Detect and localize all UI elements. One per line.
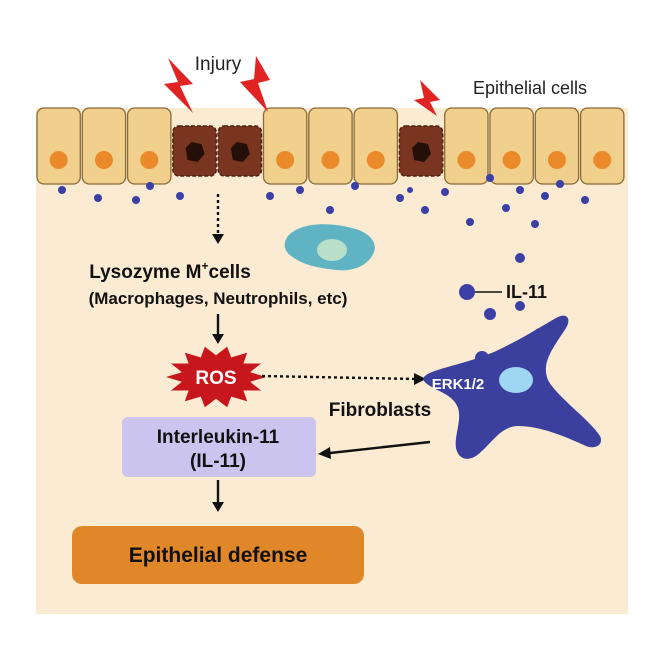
il11-dot <box>407 187 413 193</box>
il11-dot <box>441 188 449 196</box>
il11-dots <box>58 174 589 365</box>
epithelial-cell <box>36 107 81 185</box>
lightning-icon <box>164 58 193 113</box>
il11-legend-label: IL-11 <box>506 282 547 302</box>
epithelial-cell <box>534 107 580 185</box>
il11-dot <box>515 301 525 311</box>
interleukin-box <box>122 417 316 477</box>
il11-dot <box>266 192 274 200</box>
il11-dot <box>541 192 549 200</box>
il11-dot <box>351 182 359 190</box>
il11-dot <box>466 218 474 226</box>
arrowhead <box>212 502 224 512</box>
interleukin-label: Interleukin-11 <box>157 427 280 448</box>
damaged-epithelial-cell <box>398 125 444 177</box>
il11-dot <box>94 194 102 202</box>
lysozyme-cells-label: Lysozyme M+cells <box>89 259 251 283</box>
damaged-epithelial-cell <box>172 125 217 177</box>
arrowhead <box>318 447 331 459</box>
injury-label: Injury <box>195 54 242 75</box>
il11-dot <box>484 308 496 320</box>
epithelial-cell <box>353 107 399 185</box>
il11-dot <box>581 196 589 204</box>
epithelial-cell <box>308 107 353 185</box>
ros-label: ROS <box>195 368 236 389</box>
il11-dot <box>396 194 404 202</box>
erk-label: ERK1/2 <box>432 376 485 393</box>
epithelial-cell <box>262 107 308 185</box>
il11-dot <box>516 186 524 194</box>
ros-burst <box>166 346 266 408</box>
lysozyme-examples-label: (Macrophages, Neutrophils, etc) <box>89 289 348 308</box>
il11-dot <box>421 206 429 214</box>
arrow-fibroblast-to-interleukin <box>329 440 431 455</box>
lightning-icon <box>414 80 440 116</box>
il11-dot <box>146 182 154 190</box>
il11-dot <box>296 186 304 194</box>
arrowhead <box>212 334 224 344</box>
il11-dot <box>531 220 539 228</box>
il11-dot <box>486 174 494 182</box>
il11-dot <box>502 204 510 212</box>
epithelial-defense-label: Epithelial defense <box>129 544 308 567</box>
epithelial-cell <box>489 107 534 185</box>
arrowhead <box>212 234 224 244</box>
epithelial-cell <box>126 107 172 185</box>
il11-legend-dot <box>459 284 475 300</box>
macrophage-nucleus <box>317 239 347 261</box>
il11-dot <box>176 192 184 200</box>
il11-dot <box>58 186 66 194</box>
dotted-arrow-ros-to-fibroblast <box>261 374 417 381</box>
damaged-epithelial-cell <box>217 125 263 177</box>
epithelial-defense-box <box>72 526 364 584</box>
lightning-icon <box>240 56 270 112</box>
il11-dot <box>132 196 140 204</box>
fibroblasts-label: Fibroblasts <box>329 400 431 421</box>
epithelial-cells-label: Epithelial cells <box>473 78 587 98</box>
il11-dot <box>326 206 334 214</box>
arrowhead <box>414 373 426 385</box>
interleukin-abbrev-label: (IL-11) <box>190 451 246 472</box>
epithelial-layer <box>36 107 625 185</box>
il11-dot <box>515 253 525 263</box>
fibroblast-nucleus <box>499 367 533 393</box>
epithelial-cell <box>81 107 127 185</box>
il11-dot <box>556 180 564 188</box>
epithelial-cell <box>444 107 489 185</box>
epithelial-cell <box>579 107 625 185</box>
